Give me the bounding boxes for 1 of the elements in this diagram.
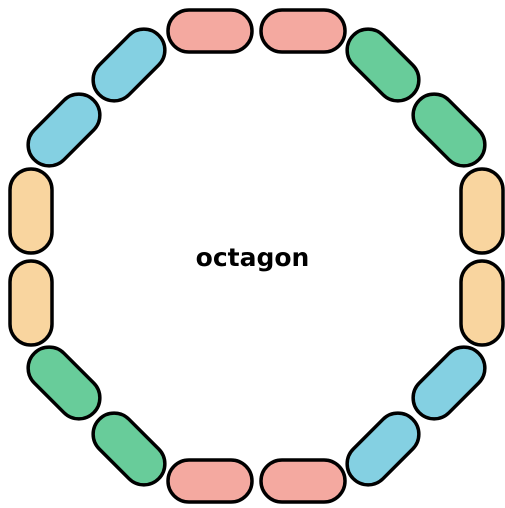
center-label: octagon	[196, 243, 310, 272]
